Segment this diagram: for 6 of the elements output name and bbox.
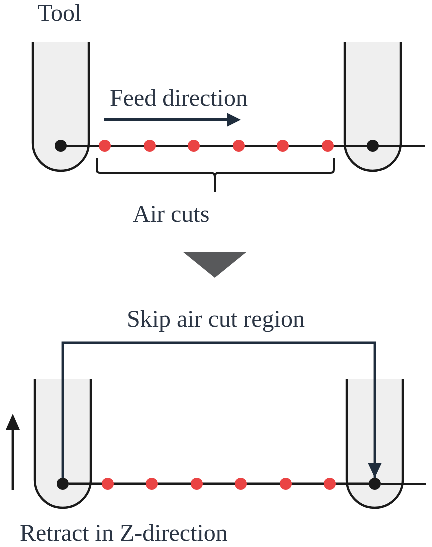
direction-label: Feed direction [110, 87, 248, 111]
path-line [69, 482, 369, 486]
bracket-label: Air cuts [133, 203, 210, 227]
path-arrow [62, 342, 382, 478]
direction-label: Retract in Z-direction [20, 522, 228, 546]
part-label: Tool [38, 2, 82, 26]
